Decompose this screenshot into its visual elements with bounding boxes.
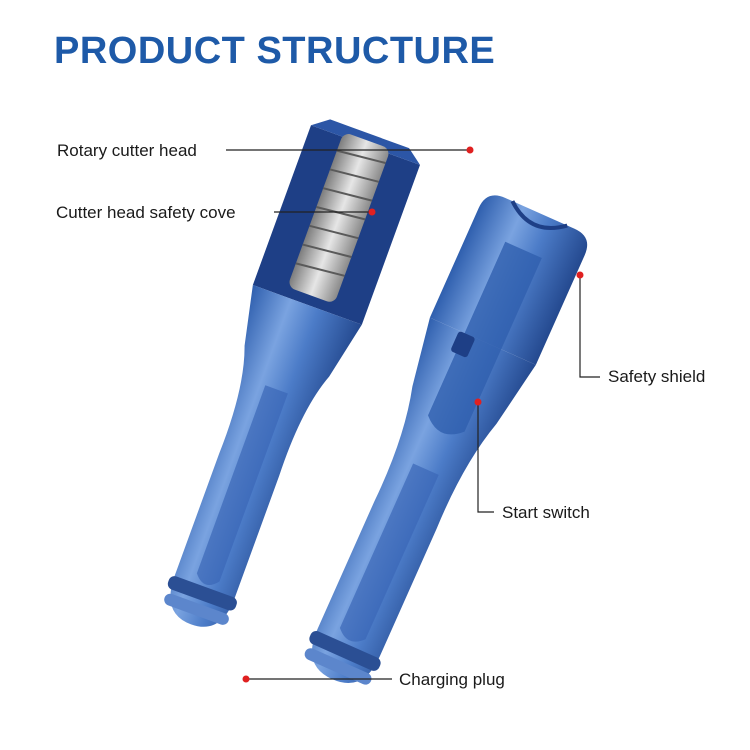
dot-plug (242, 675, 250, 683)
rotary-cutter-head (289, 134, 389, 302)
label-charging-plug: Charging plug (399, 670, 505, 689)
dot-rotary (466, 146, 474, 154)
page-title: PRODUCT STRUCTURE (54, 30, 496, 72)
leader-lines (226, 149, 600, 680)
right-device (304, 195, 588, 685)
label-cutter-head-safety-cover: Cutter head safety cove (56, 203, 236, 222)
left-device (164, 119, 421, 627)
label-start-switch: Start switch (502, 503, 590, 522)
callout-dots (242, 146, 584, 683)
dot-switch (474, 398, 482, 406)
dot-shield (576, 271, 584, 279)
leader-switch (477, 402, 494, 513)
label-safety-shield: Safety shield (608, 367, 706, 386)
start-switch (451, 331, 475, 358)
label-rotary-cutter-head: Rotary cutter head (57, 141, 197, 160)
dot-cover (368, 208, 376, 216)
leader-shield (579, 275, 600, 378)
